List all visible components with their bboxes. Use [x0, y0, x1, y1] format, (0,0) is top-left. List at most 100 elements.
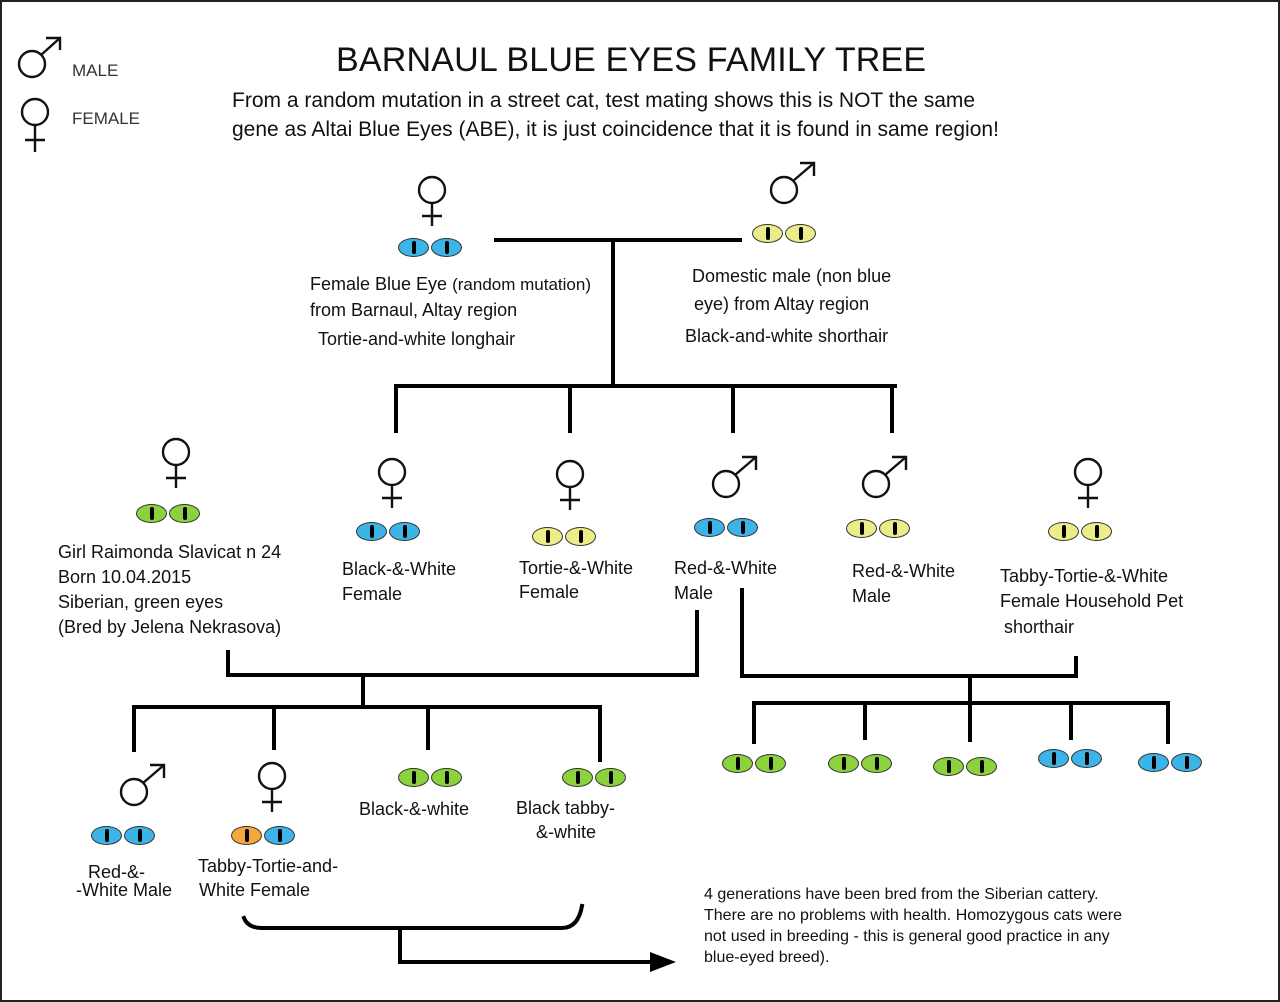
- g3c2-label-2: White Female: [199, 880, 311, 900]
- eye-pair: [828, 754, 892, 773]
- eye-pair: [356, 522, 420, 541]
- left-eye-green: [136, 504, 167, 523]
- left-eye-blue: [91, 826, 122, 845]
- eye-pair: [398, 768, 462, 787]
- female-icon: [417, 175, 447, 226]
- right-eye-yellow: [1081, 522, 1112, 541]
- kitten4-label-2: Male: [852, 586, 892, 606]
- eye-pair: [752, 224, 816, 243]
- eye-pair: [562, 768, 626, 787]
- right-eye-blue: [1171, 753, 1202, 772]
- male-icon: [711, 455, 758, 499]
- left-eye-green: [398, 768, 429, 787]
- breeding-bracket: [241, 903, 585, 930]
- right-eye-green: [431, 768, 462, 787]
- g3c3-label-1: Black-&-white: [359, 799, 470, 819]
- raimonda-label-1: Girl Raimonda Slavicat n 24: [58, 542, 282, 562]
- left-eye-blue: [356, 522, 387, 541]
- right-eye-yellow: [879, 519, 910, 538]
- subtitle-line-2: gene as Altai Blue Eyes (ABE), it is jus…: [232, 118, 999, 141]
- g3c1-label-2: -White Male: [76, 880, 173, 900]
- left-eye-yellow: [846, 519, 877, 538]
- female-icon: [555, 459, 585, 510]
- right-eye-blue: [1071, 749, 1102, 768]
- diagram-title: BARNAUL BLUE EYES FAMILY TREE: [336, 41, 927, 79]
- eye-pair: [722, 754, 786, 773]
- left-eye-blue: [694, 518, 725, 537]
- eye-pair: [846, 519, 910, 538]
- left-eye-green: [722, 754, 753, 773]
- male-icon: [769, 161, 816, 205]
- parent-female-label-2: from Barnaul, Altay region: [310, 300, 518, 320]
- left-eye-green: [828, 754, 859, 773]
- parent-male-label-1: Domestic male (non blue: [692, 266, 892, 286]
- kitten2-label-1: Tortie-&-White: [519, 558, 634, 578]
- female-icon: [257, 761, 287, 812]
- right-eye-green: [755, 754, 786, 773]
- right-eye-green: [595, 768, 626, 787]
- kitten2-label-2: Female: [519, 582, 580, 602]
- eye-pair: [1048, 522, 1112, 541]
- right-eye-blue: [727, 518, 758, 537]
- raimonda-label-4: (Bred by Jelena Nekrasova): [58, 617, 282, 637]
- left-eye-green: [562, 768, 593, 787]
- male-icon: [119, 763, 166, 807]
- g3c4-label-2: &-white: [536, 822, 597, 842]
- household-label-1: Tabby-Tortie-&-White: [1000, 566, 1169, 586]
- parent-female-label-3: Tortie-and-white longhair: [318, 329, 516, 349]
- parent-female-label-1: Female Blue Eye (random mutation): [310, 274, 591, 294]
- right-eye-blue: [124, 826, 155, 845]
- male-icon: [861, 455, 908, 499]
- note-line-1: 4 generations have been bred from the Si…: [704, 886, 1099, 903]
- raimonda-label-3: Siberian, green eyes: [58, 592, 224, 612]
- left-eye-blue: [1138, 753, 1169, 772]
- female-icon: [377, 457, 407, 508]
- kitten3-label-2: Male: [674, 583, 714, 603]
- left-eye-blue: [1038, 749, 1069, 768]
- eye-pair: [398, 238, 462, 257]
- eye-pair: [1038, 749, 1102, 768]
- eye-pair: [933, 757, 997, 776]
- kitten1-label-1: Black-&-White: [342, 559, 457, 579]
- eye-pair: [532, 527, 596, 546]
- legend-female-label: FEMALE: [72, 109, 141, 128]
- household-label-2: Female Household Pet: [1000, 591, 1184, 611]
- note-line-2: There are no problems with health. Homoz…: [704, 907, 1122, 924]
- eye-pair: [91, 826, 155, 845]
- eye-pair: [1138, 753, 1202, 772]
- legend-male-icon: [17, 36, 62, 79]
- legend-male-label: MALE: [72, 61, 119, 80]
- raimonda-label-2: Born 10.04.2015: [58, 567, 192, 587]
- eye-pair: [694, 518, 758, 537]
- note-line-4: blue-eyed breed).: [704, 949, 830, 966]
- note-arrow-head: [650, 952, 676, 972]
- kitten3-label-1: Red-&-White: [674, 558, 778, 578]
- legend-female-icon: [20, 97, 50, 152]
- right-eye-yellow: [565, 527, 596, 546]
- left-eye-yellow: [1048, 522, 1079, 541]
- g3c2-label-1: Tabby-Tortie-and-: [198, 856, 339, 876]
- g3c1-label-1: Red-&-: [88, 862, 146, 882]
- left-eye-yellow: [752, 224, 783, 243]
- right-eye-blue: [389, 522, 420, 541]
- household-label-3: shorthair: [1004, 617, 1075, 637]
- subtitle-line-1: From a random mutation in a street cat, …: [232, 89, 976, 112]
- left-eye-orange: [231, 826, 262, 845]
- right-eye-yellow: [785, 224, 816, 243]
- parent-male-label-3: Black-and-white shorthair: [685, 326, 889, 346]
- note-line-3: not used in breeding - this is general g…: [704, 928, 1110, 945]
- left-eye-yellow: [532, 527, 563, 546]
- right-eye-blue: [431, 238, 462, 257]
- g3c4-label-1: Black tabby-: [516, 798, 616, 818]
- kitten1-label-2: Female: [342, 584, 403, 604]
- eye-pair: [136, 504, 200, 523]
- right-eye-green: [966, 757, 997, 776]
- right-eye-blue: [264, 826, 295, 845]
- female-icon: [1073, 457, 1103, 508]
- left-eye-green: [933, 757, 964, 776]
- right-eye-green: [861, 754, 892, 773]
- parent-male-label-2: eye) from Altay region: [694, 294, 870, 314]
- female-icon: [161, 437, 191, 488]
